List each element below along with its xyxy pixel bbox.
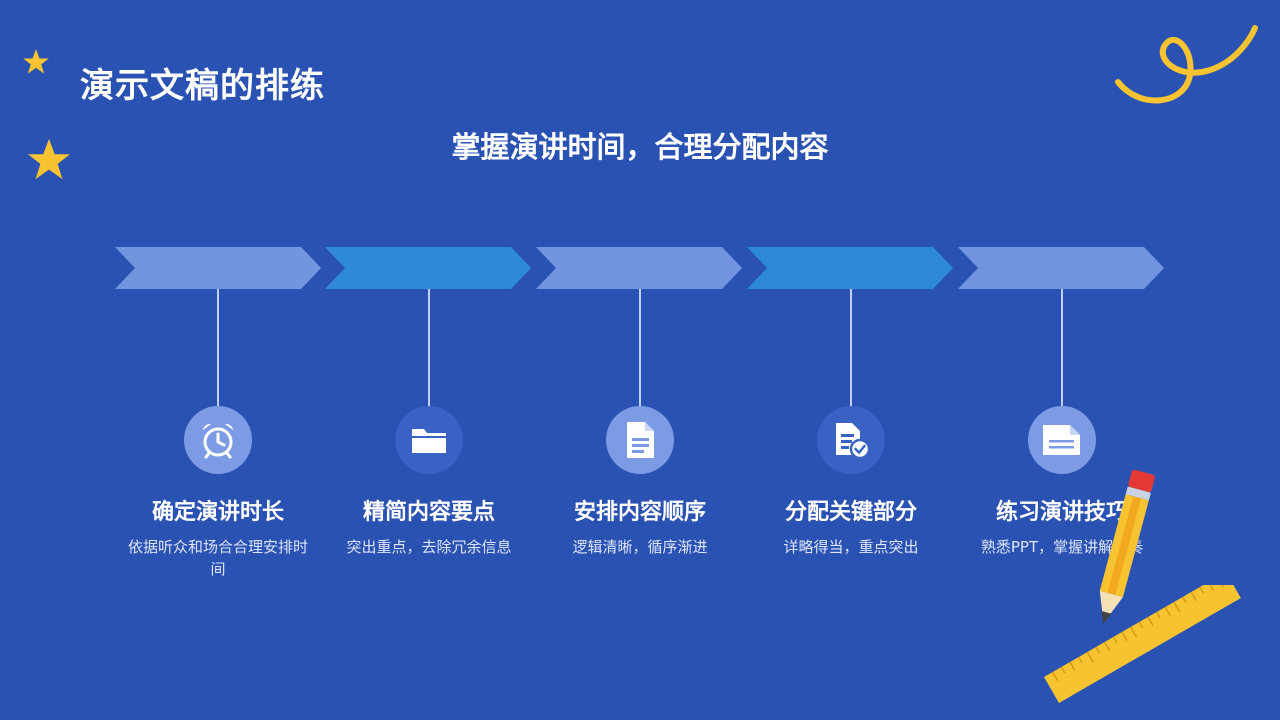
step-5-description: 熟悉PPT，掌握讲解节奏 [980, 538, 1144, 556]
connector-line-2 [428, 289, 430, 407]
small-star-icon [23, 49, 49, 74]
step-2-description: 突出重点，去除冗余信息 [346, 538, 512, 556]
folder-icon [412, 429, 446, 453]
alarm-clock-icon [203, 423, 233, 459]
timeline-arrow-2 [325, 247, 531, 289]
document-icon [627, 422, 654, 458]
step-5-icon-circle [1028, 406, 1096, 474]
connector-line-4 [850, 289, 852, 407]
connector-line-5 [1061, 289, 1063, 407]
step-4-description: 详略得当，重点突出 [783, 538, 919, 556]
step-4-title: 分配关键部分 [784, 500, 917, 525]
document-check-icon [836, 423, 871, 460]
step-3-icon-circle [606, 406, 674, 474]
timeline-arrow-4 [747, 247, 953, 289]
step-1-description: 依据听众和场合合理安排时间 [128, 538, 309, 578]
step-2-title: 精简内容要点 [362, 500, 495, 525]
step-1-title: 确定演讲时长 [151, 500, 284, 525]
step-5-title: 练习演讲技巧 [995, 500, 1128, 525]
timeline-arrow-1 [115, 247, 321, 289]
step-3-title: 安排内容顺序 [573, 500, 706, 525]
swirl-decoration-icon [1115, 25, 1258, 104]
connector-line-3 [639, 289, 641, 407]
page-title: 演示文稿的排练 [80, 66, 325, 106]
timeline-arrow-3 [536, 247, 742, 289]
step-4-icon-circle [817, 406, 885, 474]
connector-line-1 [217, 289, 219, 407]
file-lines-icon [1043, 425, 1080, 455]
step-2-icon-circle [395, 406, 463, 474]
step-1-icon-circle [184, 406, 252, 474]
timeline-arrow-5 [958, 247, 1164, 289]
large-star-icon [27, 138, 71, 180]
step-3-description: 逻辑清晰，循序渐进 [572, 538, 708, 556]
slide-subtitle: 掌握演讲时间，合理分配内容 [451, 130, 829, 164]
ruler-decoration-icon [1044, 585, 1241, 703]
pencil-decoration-icon [1099, 469, 1155, 624]
